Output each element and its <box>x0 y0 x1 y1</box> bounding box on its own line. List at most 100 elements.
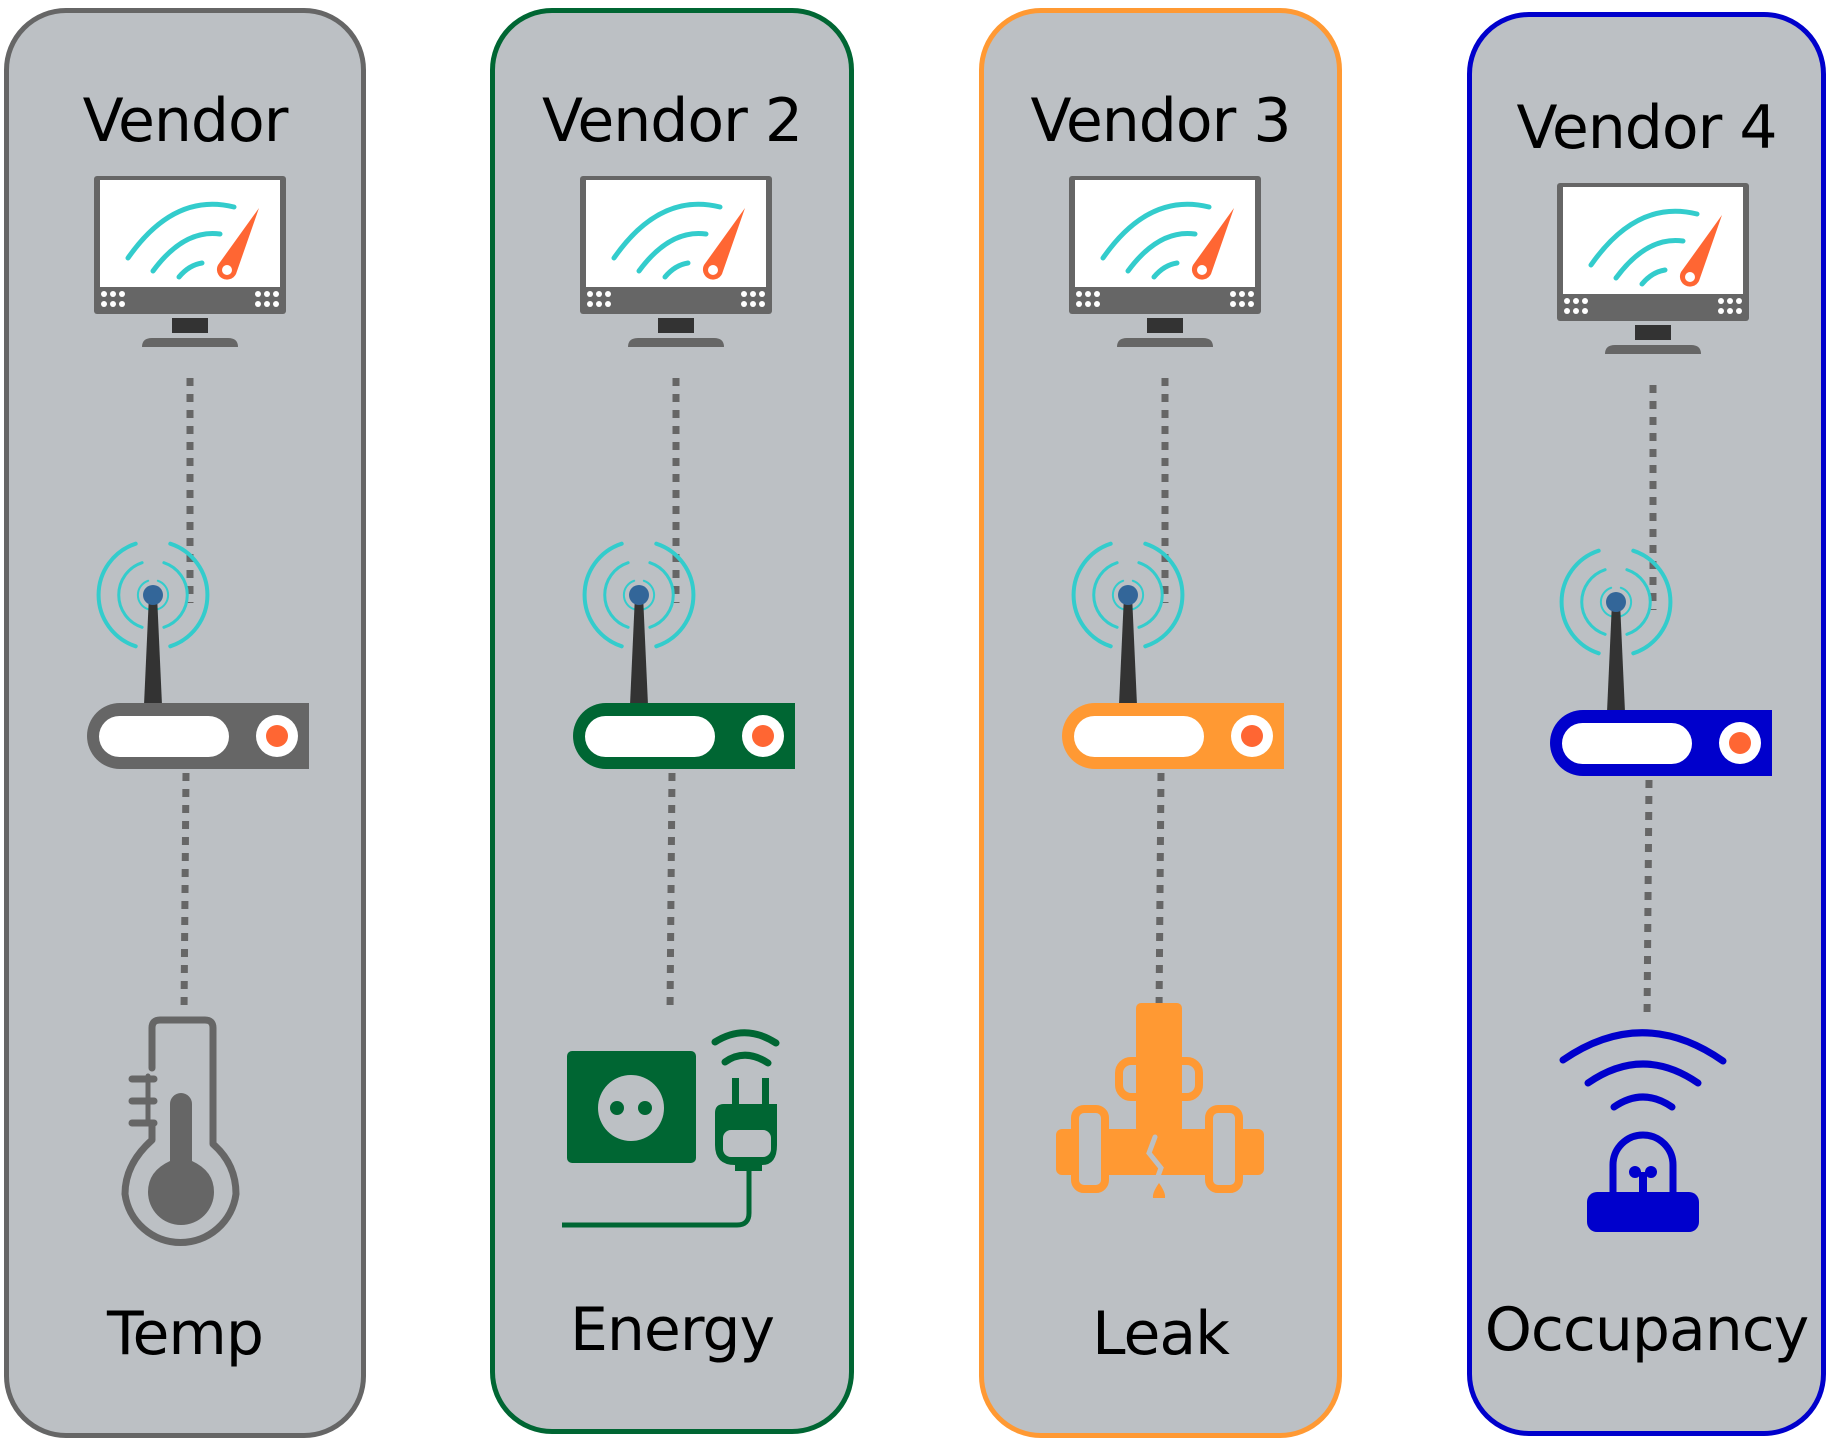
occupancy-sensor-icon <box>1559 1029 1727 1232</box>
pipe-flange-right <box>1205 1105 1243 1193</box>
wireless-router-icon <box>1062 541 1284 769</box>
pipe-riser <box>1136 1003 1182 1133</box>
wifi-signal-waves <box>1559 548 1673 656</box>
plug-prong <box>732 1078 739 1106</box>
vendor-card-temp: Vendor Temp <box>4 8 366 1438</box>
monitor-neck <box>172 318 208 333</box>
monitor-screen <box>586 180 766 287</box>
monitor-speaker-dots <box>1564 298 1742 314</box>
monitor-dashboard-icon <box>94 176 286 347</box>
wireless-router-icon <box>573 541 795 769</box>
sensor-base <box>1587 1192 1699 1232</box>
connection-line <box>1155 772 1165 1014</box>
plug-prong <box>762 1078 769 1106</box>
pipe-crack <box>1146 1134 1164 1182</box>
antenna <box>1607 602 1625 712</box>
vendor-title: Vendor 3 <box>1030 86 1291 156</box>
monitor-screen <box>1563 187 1743 294</box>
plug-window <box>723 1130 771 1157</box>
antenna-tip <box>1118 585 1138 605</box>
monitor-screen <box>1075 180 1255 287</box>
router-display-slot <box>1562 723 1692 764</box>
monitor-neck <box>658 318 694 333</box>
monitor-neck <box>1147 318 1183 333</box>
router-led <box>752 725 774 747</box>
router-display-slot <box>585 716 715 757</box>
antenna <box>630 595 648 705</box>
antenna <box>1119 595 1137 705</box>
monitor-neck <box>1635 325 1671 340</box>
wifi-signal-waves <box>1071 541 1185 649</box>
antenna-tip <box>629 585 649 605</box>
monitor-base <box>142 338 238 347</box>
router-led <box>1729 732 1751 754</box>
connection-line <box>666 772 676 1014</box>
card-illustration <box>1550 183 1772 1232</box>
connection-line <box>1643 779 1653 1021</box>
monitor-speaker-dots <box>101 291 279 307</box>
gauge-needle <box>1191 208 1234 280</box>
router-display-slot <box>1074 716 1204 757</box>
wireless-router-icon <box>1550 548 1772 776</box>
monitor-base <box>1605 345 1701 354</box>
gauge-needle-hub <box>222 265 232 275</box>
vendor-card-leak: Vendor 3 Leak <box>979 8 1342 1438</box>
card-illustration <box>1056 176 1284 1198</box>
sensor-type-label: Energy <box>569 1295 775 1365</box>
thermometer-mercury <box>148 1093 214 1225</box>
sensor-type-label: Temp <box>107 1299 264 1369</box>
gauge-needle-hub <box>1197 265 1207 275</box>
card-illustration <box>87 176 309 1247</box>
vendor-card-energy: Vendor 2 Energy <box>490 8 854 1434</box>
smart-plug-outlet-icon <box>562 1029 780 1228</box>
gauge-needle <box>216 208 259 280</box>
antenna-tip <box>143 585 163 605</box>
gauge-needle <box>1679 215 1722 287</box>
monitor-base <box>1117 338 1213 347</box>
sensor-type-label: Leak <box>1092 1299 1230 1369</box>
connection-line <box>180 772 190 1014</box>
wifi-signal-waves <box>96 541 210 649</box>
wifi-signal-waves <box>582 541 696 649</box>
thermometer-icon <box>121 1016 240 1247</box>
riser-flange <box>1115 1057 1203 1101</box>
monitor-speaker-dots <box>587 291 765 307</box>
antenna <box>144 595 162 705</box>
vendor-title: Vendor 4 <box>1516 93 1777 163</box>
wireless-waves <box>711 1029 780 1067</box>
thermometer-outline <box>121 1016 240 1247</box>
outlet-face <box>598 1075 664 1141</box>
gauge-arcs <box>1100 201 1212 280</box>
sensor-type-label: Occupancy <box>1484 1295 1810 1365</box>
wireless-router-icon <box>87 541 309 769</box>
leaking-pipe-icon <box>1056 1003 1264 1198</box>
plug-cable <box>562 1171 752 1228</box>
gauge-needle <box>702 208 745 280</box>
router-led <box>266 725 288 747</box>
gauge-arcs <box>611 201 723 280</box>
vendor-title: Vendor <box>82 86 289 156</box>
signal-waves <box>1559 1029 1727 1111</box>
outlet-hole <box>638 1101 652 1115</box>
gauge-needle-hub <box>708 265 718 275</box>
monitor-speaker-dots <box>1076 291 1254 307</box>
water-drop <box>1152 1183 1166 1198</box>
antenna-tip <box>1606 592 1626 612</box>
monitor-base <box>628 338 724 347</box>
router-led <box>1241 725 1263 747</box>
outlet-hole <box>610 1101 624 1115</box>
sensor-dome <box>1609 1131 1677 1195</box>
monitor-dashboard-icon <box>580 176 772 347</box>
monitor-dashboard-icon <box>1557 183 1749 354</box>
vendor-card-occupancy: Vendor 4 Occupancy <box>1467 12 1826 1436</box>
vendor-title: Vendor 2 <box>541 86 803 156</box>
router-display-slot <box>99 716 229 757</box>
monitor-dashboard-icon <box>1069 176 1261 347</box>
card-illustration <box>562 176 795 1228</box>
sensor-stem <box>1639 1172 1647 1194</box>
gauge-needle-hub <box>1685 272 1695 282</box>
gauge-arcs <box>1588 208 1700 287</box>
pipe-flange-left <box>1071 1105 1109 1193</box>
gauge-arcs <box>125 201 237 280</box>
monitor-screen <box>100 180 280 287</box>
